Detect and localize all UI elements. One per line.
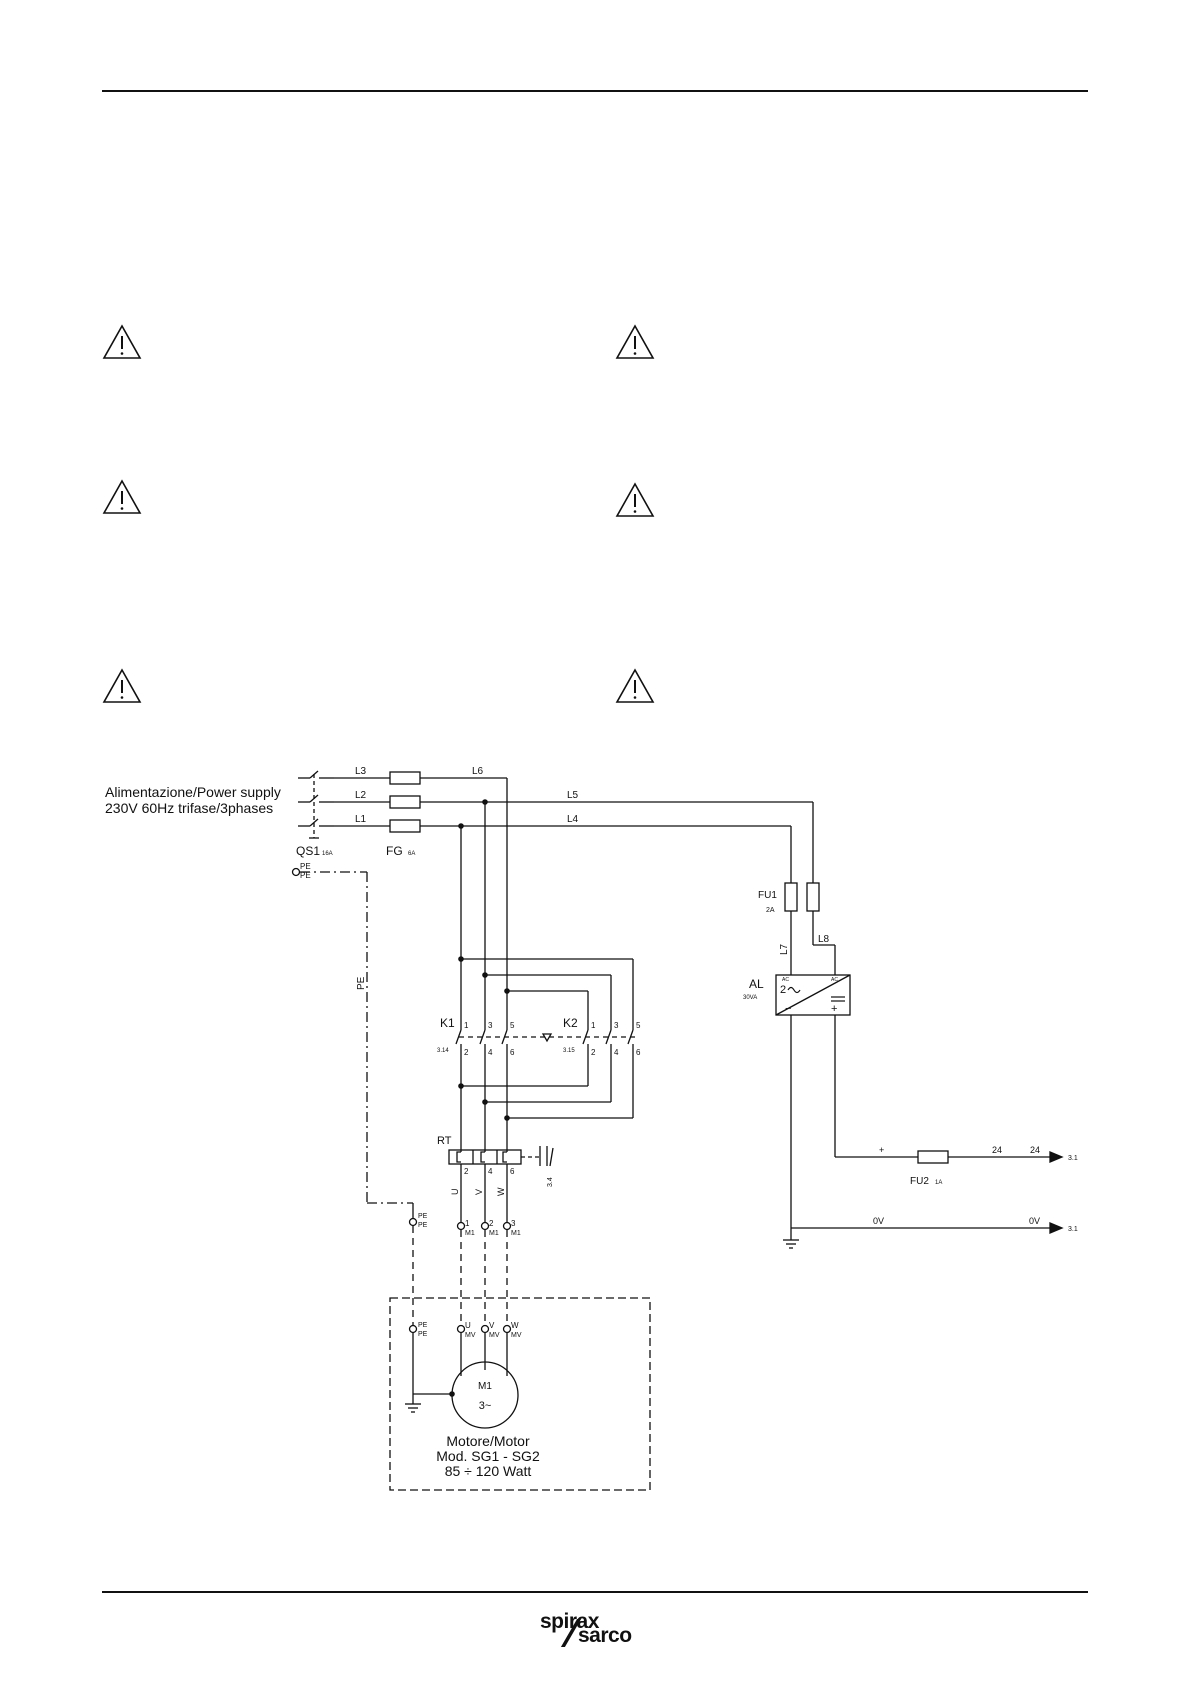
terminal-pe-2-bottom: PE (418, 1331, 428, 1338)
junction-dots (449, 799, 510, 1397)
k1-pin-4: 4 (488, 1048, 493, 1057)
label-AL-minus: − (785, 1003, 791, 1015)
motor-id: M1 (478, 1381, 492, 1392)
label-L4: L4 (567, 814, 579, 825)
label-RT-ref: 3.4 (547, 1177, 554, 1187)
label-FG-rating: 6A (408, 851, 415, 857)
label-pe-line: PE (356, 976, 367, 990)
label-L5: L5 (567, 790, 579, 801)
label-L2: L2 (355, 790, 367, 801)
label-FG: FG (386, 844, 403, 858)
label-L1: L1 (355, 814, 367, 825)
k1-pin-3: 3 (488, 1021, 493, 1030)
motor-caption-line1: Motore/Motor (446, 1433, 530, 1449)
label-FU1-rating: 2A (766, 907, 775, 914)
footer-rule (102, 1591, 1088, 1593)
terminal-U-mv: MV (465, 1332, 476, 1339)
schematic-wiring (291, 770, 1064, 1491)
k2-pin-3: 3 (614, 1021, 619, 1030)
terminal-2: 2 (489, 1219, 494, 1228)
label-L3: L3 (355, 766, 367, 777)
k2-pin-2: 2 (591, 1048, 596, 1057)
logo-word-spirax: spirax (540, 1610, 599, 1633)
label-pe-top-1: PE (300, 862, 311, 871)
label-W: W (496, 1187, 506, 1196)
warning-icon (615, 668, 655, 703)
label-24-b: 24 (1030, 1145, 1040, 1155)
label-24-a: 24 (992, 1145, 1002, 1155)
label-QS1: QS1 (296, 844, 320, 858)
dc-symbol (831, 996, 845, 1002)
label-AL-ac-right: AC (831, 977, 838, 983)
terminal-3-m1: M1 (511, 1230, 521, 1237)
warning-icon (615, 482, 655, 517)
label-0v-b: 0V (1029, 1216, 1040, 1226)
label-FU1: FU1 (758, 890, 777, 901)
terminal-1-m1: M1 (465, 1230, 475, 1237)
terminal-2-m1: M1 (489, 1230, 499, 1237)
label-AL: AL (749, 977, 764, 991)
rt-pin-6: 6 (510, 1167, 515, 1176)
label-U: U (450, 1189, 460, 1196)
label-K2-ref: 3.15 (563, 1048, 575, 1054)
motor-caption-line3: 85 ÷ 120 Watt (445, 1463, 532, 1479)
k2-pin-5: 5 (636, 1021, 641, 1030)
label-K2: K2 (563, 1016, 578, 1030)
warning-icon (102, 668, 142, 703)
terminal-pe-1-top: PE (418, 1213, 428, 1220)
warning-icon (102, 324, 142, 359)
k1-pin-1: 1 (464, 1021, 469, 1030)
k2-pin-4: 4 (614, 1048, 619, 1057)
label-K1-ref: 3.14 (437, 1048, 449, 1054)
k2-pin-6: 6 (636, 1048, 641, 1057)
k1-pin-5: 5 (510, 1021, 515, 1030)
label-L6: L6 (472, 766, 484, 777)
rt-pin-2: 2 (464, 1167, 469, 1176)
warning-icon (102, 479, 142, 514)
label-AL-two: 2 (780, 984, 786, 996)
terminal-V-mv: MV (489, 1332, 500, 1339)
k2-pin-1: 1 (591, 1021, 596, 1030)
terminal-U: U (465, 1321, 471, 1330)
terminal-1: 1 (465, 1219, 470, 1228)
terminal-3: 3 (511, 1219, 516, 1228)
label-0v-a: 0V (873, 1216, 884, 1226)
label-plus-out: + (879, 1145, 884, 1155)
label-QS1-rating: 16A (322, 851, 333, 857)
terminal-V: V (489, 1321, 495, 1330)
label-pe-top-2: PE (300, 871, 311, 880)
label-V: V (474, 1189, 484, 1195)
k1-pin-2: 2 (464, 1048, 469, 1057)
terminal-pe-2-top: PE (418, 1322, 428, 1329)
terminal-pe-1-bottom: PE (418, 1222, 428, 1229)
label-AL-plus: + (831, 1003, 837, 1015)
spirax-sarco-logo: spirax sarco (536, 1606, 656, 1656)
warning-icon (615, 324, 655, 359)
label-FU2: FU2 (910, 1176, 929, 1187)
k1-pin-6: 6 (510, 1048, 515, 1057)
label-RT: RT (437, 1135, 452, 1147)
rt-pin-4: 4 (488, 1167, 493, 1176)
supply-label-line2: 230V 60Hz trifase/3phases (105, 800, 273, 816)
label-ref-out-24: 3.1 (1068, 1155, 1078, 1162)
terminal-W-mv: MV (511, 1332, 522, 1339)
label-FU2-rating: 1A (935, 1180, 942, 1186)
motor-caption-line2: Mod. SG1 - SG2 (436, 1448, 540, 1464)
label-K1: K1 (440, 1016, 455, 1030)
motor-phase: 3~ (479, 1400, 492, 1412)
terminal-W: W (511, 1321, 519, 1330)
label-AL-ac-left: AC (782, 977, 789, 983)
supply-label-line1: Alimentazione/Power supply (105, 784, 281, 800)
label-L8: L8 (818, 934, 830, 945)
label-L7: L7 (779, 943, 790, 955)
logo-word-sarco: sarco (578, 1624, 632, 1647)
label-ref-out-0v: 3.1 (1068, 1226, 1078, 1233)
ac-wave-symbol (787, 986, 801, 994)
label-AL-rating: 30VA (743, 995, 757, 1001)
header-rule (102, 90, 1088, 92)
